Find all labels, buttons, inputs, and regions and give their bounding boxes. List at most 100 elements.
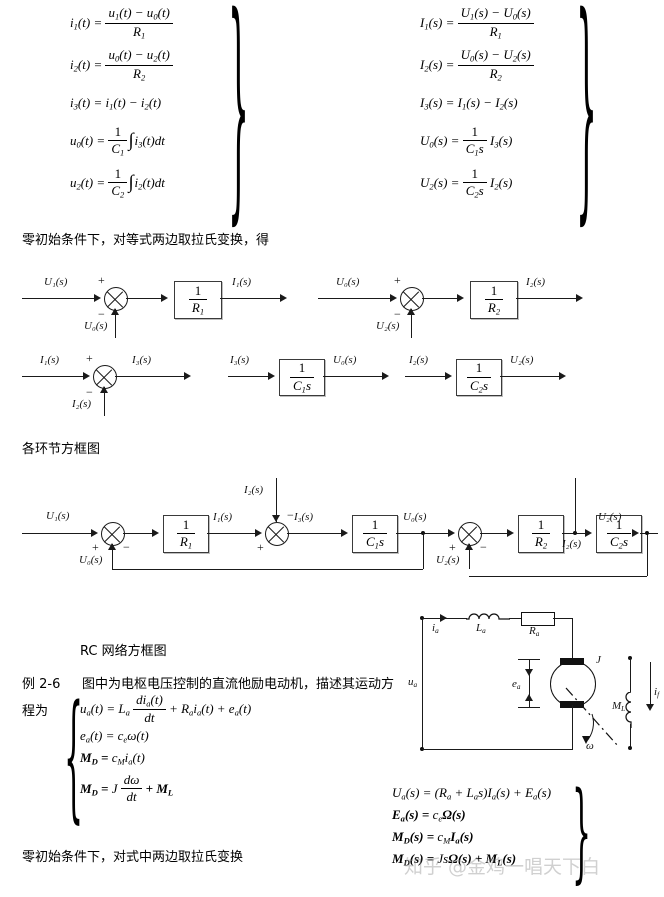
equation-I1-numerator: U1(s) − U0(s) — [457, 5, 534, 24]
sign-minus: − — [394, 307, 401, 321]
equation-I2: I2(s) = U0(s) − U2(s) R2 — [420, 44, 620, 86]
arrow-i2-into-sum2 — [272, 515, 280, 522]
wire-i2-branch-up — [575, 478, 576, 533]
arrow-into-block — [457, 294, 464, 302]
signal-label-input: U₁(s) — [44, 276, 68, 288]
label-field-current: if — [654, 686, 660, 700]
example-body-line2: 程为 — [22, 704, 49, 719]
motor-laplace-ua: Ua(s) = (Ra + Las)Ia(s) + Ea(s) — [392, 785, 552, 802]
signal-label-input: U₁(s) — [46, 510, 70, 522]
wire-field-top — [630, 658, 631, 692]
sign-minus: − — [98, 307, 105, 321]
wire-feedback2-horizontal — [469, 576, 647, 577]
wire-motor-to-bottom — [572, 705, 573, 749]
transfer-function-numerator: 1 — [484, 283, 504, 301]
equation-u2-integrand: i2(t)dt — [134, 174, 165, 192]
arrow-into-block — [268, 372, 275, 380]
block-c2-denominator: C2s — [609, 534, 629, 551]
equation-U0-tail: I3(s) — [486, 132, 513, 150]
equation-i1-fraction: u1(t) − u0(t) R1 — [105, 5, 173, 40]
wire-feedback-vertical — [104, 387, 105, 416]
equation-i2-numerator: u0(t) − u2(t) — [105, 47, 173, 66]
arrow-into-sum1 — [91, 529, 98, 537]
equation-I2-fraction: U0(s) − U2(s) R2 — [457, 47, 534, 82]
transfer-function-block: 1 C1s — [279, 359, 325, 396]
sum1-sign-minus: − — [123, 540, 130, 554]
equation-u2-denominator: C2 — [111, 183, 125, 200]
wire-input — [318, 298, 391, 299]
wire-feedback2-down — [647, 533, 648, 576]
motor-equation-ea: ea(t) = ceω(t) — [80, 728, 149, 745]
block-r2-numerator: 1 — [531, 517, 551, 535]
equation-U0-fraction: 1 C1s — [462, 124, 487, 158]
equation-U2-fraction: 1 C2s — [462, 166, 487, 200]
transfer-function-numerator: 1 — [466, 360, 492, 378]
block-r1-denominator: R1 — [179, 534, 193, 551]
arrow-output — [184, 372, 191, 380]
equation-group-brace-left: } — [228, 0, 250, 252]
arrow-into-sum2 — [255, 529, 262, 537]
sign-plus: + — [98, 273, 105, 287]
equation-u0-fraction: 1 C1 — [108, 124, 128, 158]
label-resistor: Ra — [529, 625, 540, 639]
arrow-into-block4 — [585, 529, 592, 537]
motor-eq-ua-lhs: ua(t) = La — [80, 700, 130, 718]
wire-block1-to-sum2 — [207, 533, 258, 534]
block-c2-numerator: 1 — [606, 517, 632, 535]
wire-feedback-vertical — [115, 309, 116, 338]
junction-node-u2 — [645, 531, 649, 535]
wire-field-current-arrow-line — [650, 662, 651, 708]
transfer-function-block-c2: 1 C2s — [596, 515, 642, 553]
equation-u2-fraction: 1 C2 — [108, 166, 128, 200]
equation-u0-denominator: C1 — [111, 141, 125, 158]
arrow-into-sum — [390, 294, 397, 302]
equation-i1-numerator: u1(t) − u0(t) — [105, 5, 173, 24]
equation-u2-lhs: u2(t) = — [70, 174, 109, 192]
equation-I2-lhs: I2(s) = — [420, 56, 458, 74]
wire-ind-to-res — [509, 618, 521, 619]
signal-label-feedback: I₂(s) — [72, 398, 92, 410]
equation-i1-lhs: i1(t) = — [70, 14, 106, 32]
transfer-function-fraction: 1 R2 — [484, 283, 504, 317]
wire-res-to-corner — [553, 618, 573, 619]
equation-i2-lhs: i2(t) = — [70, 56, 106, 74]
wire-sum-to-block — [126, 298, 165, 299]
arrow-into-block — [445, 372, 452, 380]
block-r1-numerator: 1 — [176, 517, 196, 535]
signal-label-input: I₁(s) — [40, 354, 60, 366]
wire-input — [228, 376, 270, 377]
motor-equation-md1: MD = cMia(t) — [80, 750, 145, 767]
junction-node-i2 — [573, 531, 577, 535]
wire-sum2-to-block2 — [287, 533, 344, 534]
arrow-emf-down — [525, 669, 533, 676]
summing-junction — [400, 287, 424, 311]
equation-U2-numerator: 1 — [462, 166, 487, 184]
signal-label-i3: I₃(s) — [294, 511, 314, 523]
wire-output-final — [640, 533, 658, 534]
signal-label-output: I₂(s) — [526, 276, 546, 288]
wire-emf-vertical — [529, 659, 530, 707]
signal-label-feedback: U₀(s) — [84, 320, 108, 332]
arrow-emf-up — [525, 694, 533, 701]
motor-brush-bottom — [560, 701, 584, 708]
arrow-output — [280, 294, 287, 302]
signal-label-input: I₃(s) — [230, 354, 250, 366]
block-r2-fraction: 1 R2 — [531, 517, 551, 551]
equation-I1-denominator: R1 — [489, 23, 502, 40]
equation-i3-lhs: i3(t) = i1(t) − i2(t) — [70, 94, 162, 112]
equation-u0-numerator: 1 — [108, 124, 128, 142]
equation-U2-tail: I2(s) — [486, 174, 513, 192]
transfer-function-fraction: 1 C2s — [466, 360, 492, 394]
time-domain-equation-group: i1(t) = u1(t) − u0(t) R1 i2(t) = u0(t) −… — [70, 2, 260, 207]
shaft-load-icon — [565, 687, 619, 747]
arrow-feedback1-into-sum — [108, 543, 116, 550]
wire-input — [22, 298, 95, 299]
arrow-into-block3 — [507, 529, 514, 537]
wire-bottom — [422, 749, 573, 750]
transfer-function-fraction: 1 R1 — [188, 283, 208, 317]
motor-laplace-md1: MD(s) = cMIa(s) — [392, 829, 474, 846]
wire-output — [516, 298, 579, 299]
watermark: 知乎 @金鸡一唱天下白 — [404, 856, 601, 878]
motor-eq-ua-fraction: dia(t) dt — [133, 692, 166, 726]
